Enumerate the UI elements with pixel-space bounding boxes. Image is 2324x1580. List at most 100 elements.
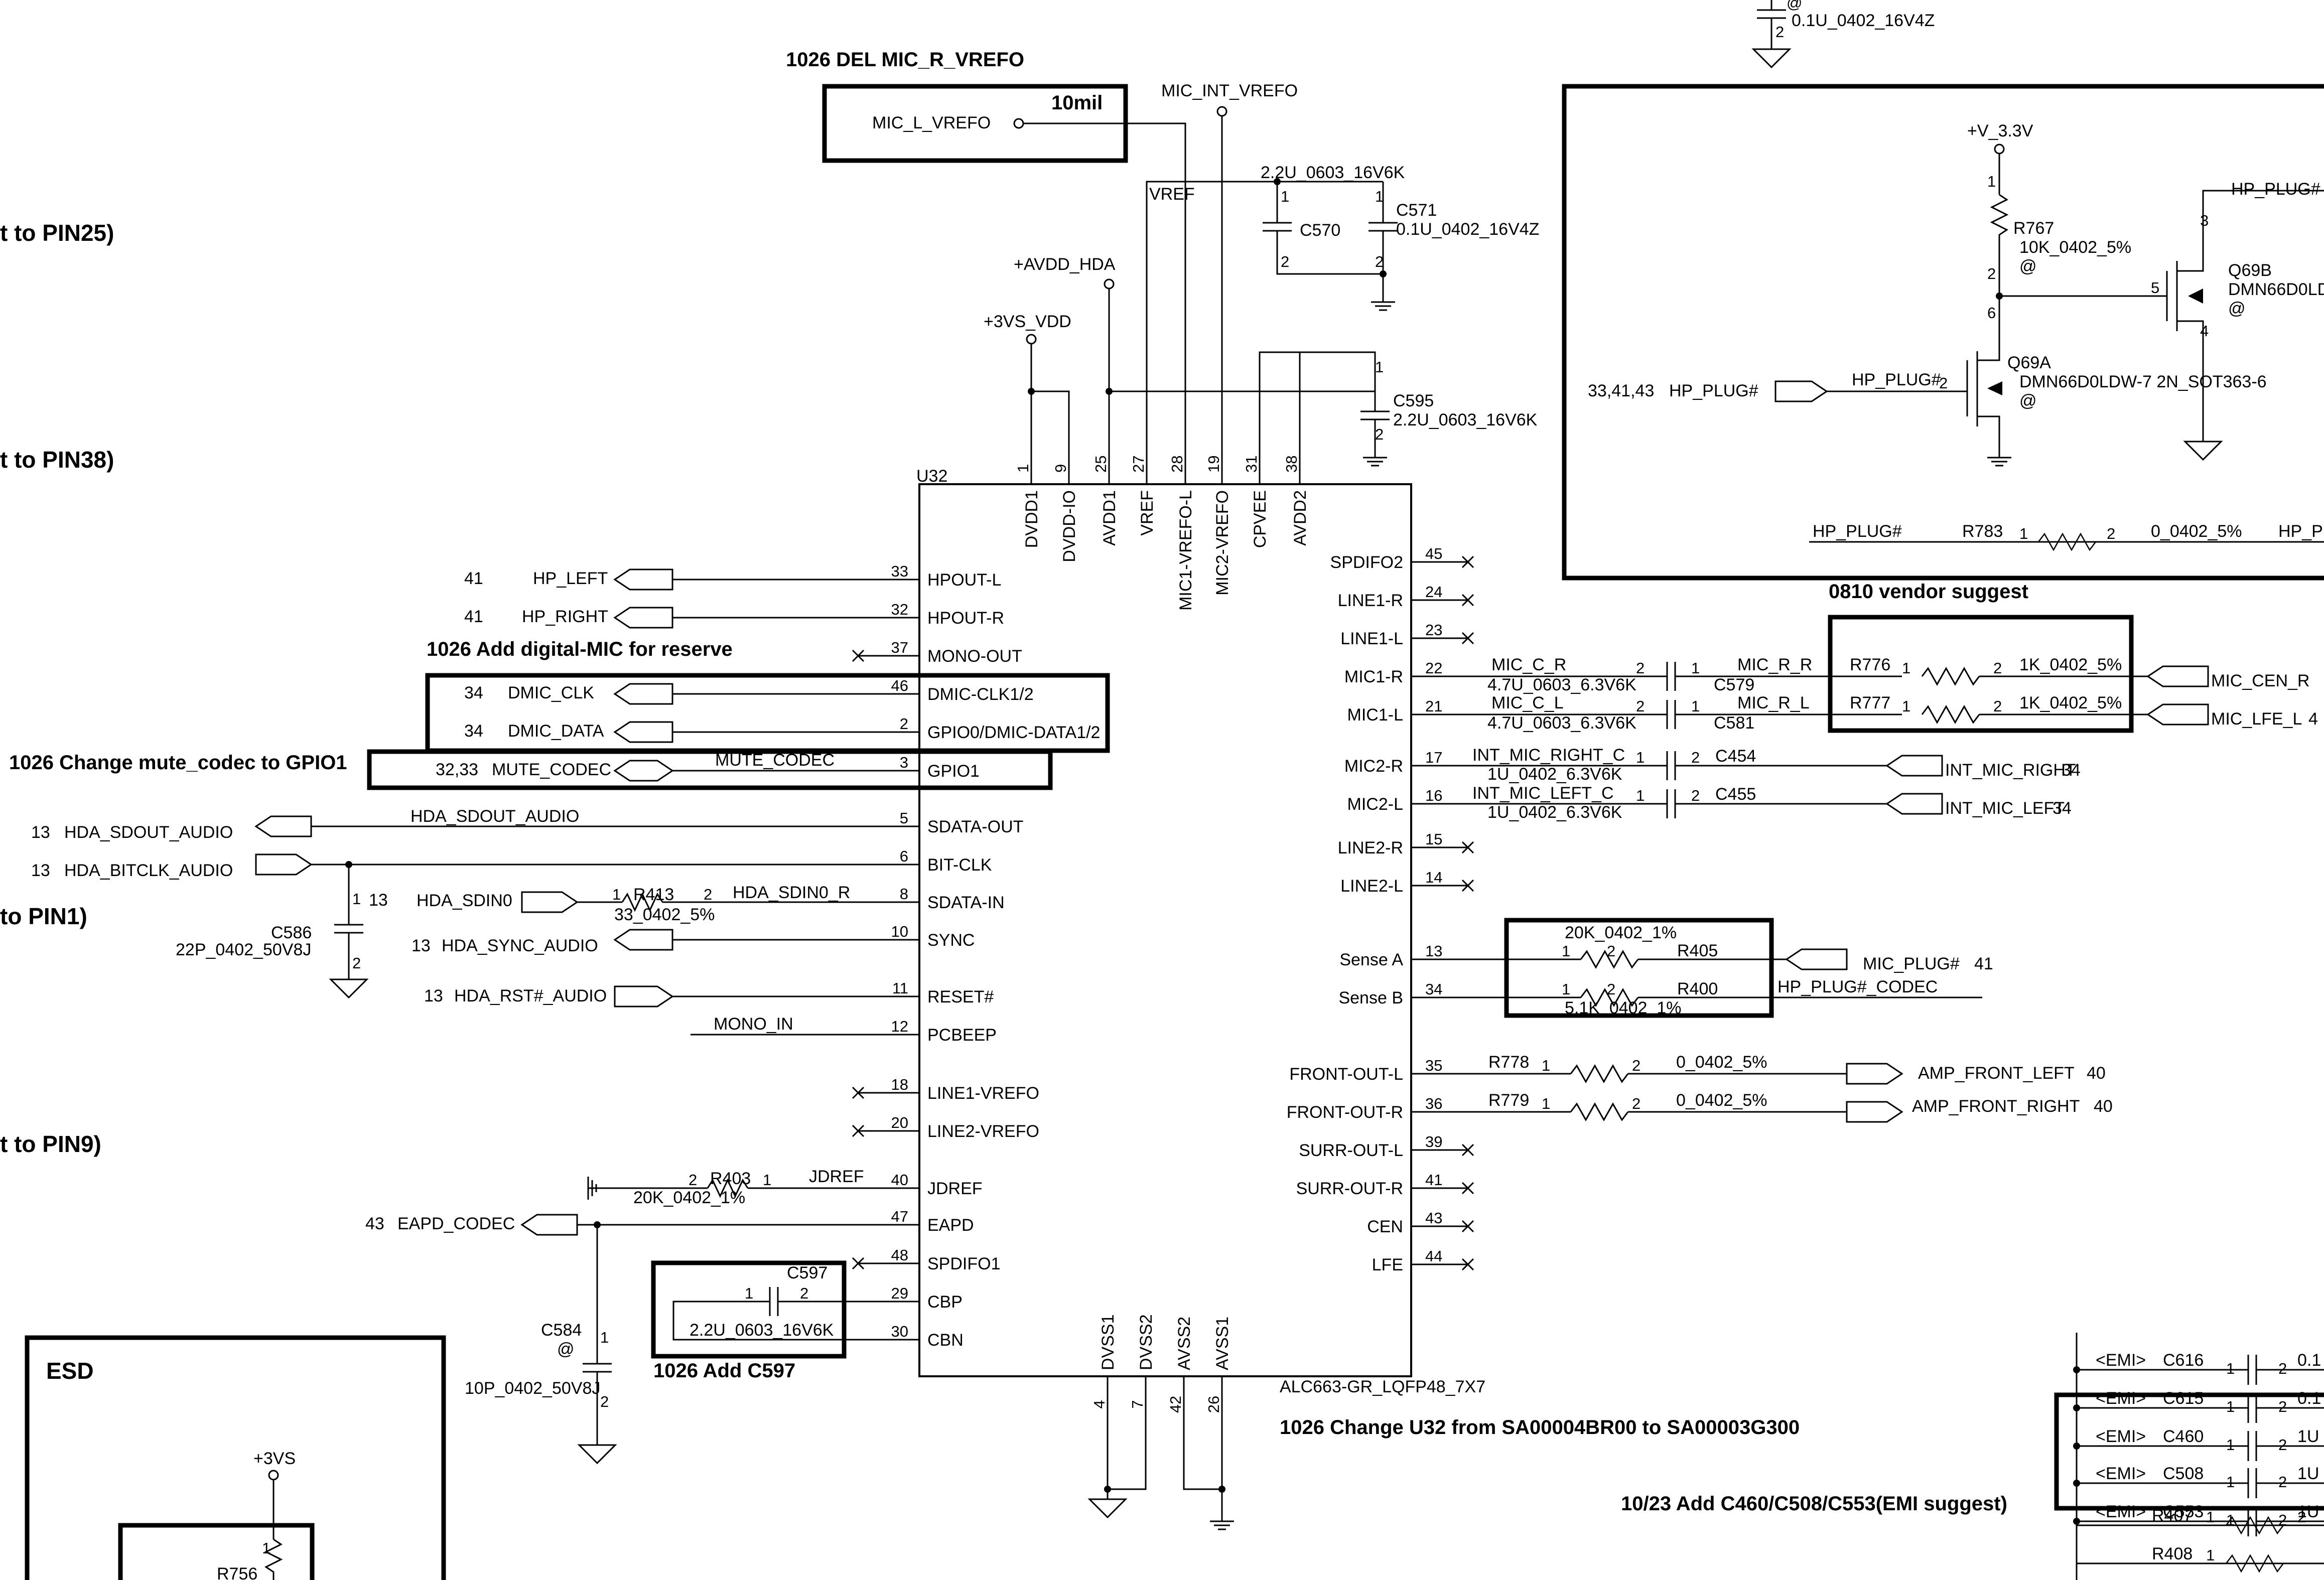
pin-name: MIC1-L [1347,705,1403,725]
r776-value: 1K_0402_5% [2019,655,2122,674]
pin-name: LINE2-R [1338,838,1403,857]
svg-text:1: 1 [1542,1095,1550,1112]
c571-value: 0.1U_0402_16V4Z [1396,220,1539,239]
pin-name: LINE1-VREFO [927,1084,1039,1103]
pin-number: 37 [891,639,908,656]
pin-name: MONO-OUT [927,647,1022,666]
svg-text:2: 2 [800,1284,808,1302]
pin-name: MIC1-R [1344,667,1403,686]
pin-name: LINE1-L [1340,629,1403,648]
svg-text:2: 2 [2297,1508,2306,1526]
emi-cap-value: 1U [2297,1427,2319,1446]
svg-text:41: 41 [464,607,483,626]
svg-text:33,41,43: 33,41,43 [1588,381,1654,400]
pin-number: 42 [1167,1396,1184,1413]
pin-name: DVSS1 [1099,1315,1118,1371]
r779-ref: R779 [1488,1091,1529,1110]
emi-cap-ref: C553 [2163,1502,2204,1521]
net-hp-plug-out: HP_PLUG# [2231,180,2320,199]
pin-ring [1216,106,1227,117]
c584-ref: C584 [541,1321,582,1340]
pin-number: 47 [891,1208,908,1225]
note-emi: 10/23 Add C460/C508/C553(EMI suggest) [1621,1493,2007,1515]
svg-text:2: 2 [1375,253,1384,270]
svg-text:1: 1 [1987,173,1996,190]
emi-label: <EMI> [2096,1464,2146,1483]
svg-text:2: 2 [1993,659,2002,677]
svg-text:2: 2 [1607,980,1615,998]
pin-number: 35 [1425,1057,1442,1074]
pin-number: 45 [1425,545,1442,562]
net-hda-sdout: HDA_SDOUT_AUDIO [64,823,233,842]
pin-name: HPOUT-R [927,609,1004,628]
net-mic-int-vrefo: MIC_INT_VREFO [1161,81,1298,100]
pin-name: SURR-OUT-R [1296,1179,1403,1198]
r777-ref: R777 [1850,693,1890,712]
q69a-ref: Q69A [2007,353,2051,372]
svg-text:1: 1 [612,886,621,903]
pin-number: 1 [2226,1398,2235,1415]
pin-number: 34 [1425,980,1442,998]
r777-value: 1K_0402_5% [2019,693,2122,712]
note-vendor: 0810 vendor suggest [1829,581,2028,603]
svg-text:@: @ [2228,299,2246,318]
r413-ref: R413 [633,885,674,904]
pin-name: AVSS2 [1175,1317,1194,1370]
net-mono-in: MONO_IN [714,1015,793,1034]
svg-text:@: @ [1787,0,1802,12]
net-hda-rst: HDA_RST#_AUDIO [454,986,607,1006]
net-mic-c-r: MIC_C_R [1491,655,1566,674]
pin-name: AVDD2 [1291,490,1310,546]
svg-text:13: 13 [412,936,431,955]
net-hda-bitclk: HDA_BITCLK_AUDIO [64,861,233,880]
svg-text:34: 34 [464,722,483,741]
pin-number: 17 [1425,749,1442,766]
svg-text:6: 6 [1987,304,1996,322]
pin-name: DVDD-IO [1060,490,1079,562]
emi-label: <EMI> [2096,1389,2146,1408]
pin-name: CBN [927,1331,964,1350]
pin-name: RESET# [927,987,994,1007]
c584-value: 10P_0402_50V8J [465,1379,600,1398]
pin-number: 25 [1092,456,1110,473]
pin-number: 10 [891,923,908,940]
net-hda-sdout-wire: HDA_SDOUT_AUDIO [411,807,579,826]
pin-number: 7 [1129,1400,1146,1408]
box-r756 [118,1523,315,1580]
hp-left-port [613,568,673,591]
pin-name: LINE2-L [1340,877,1403,896]
pin-number: 2 [2278,1398,2287,1415]
pin-name: PCBEEP [927,1026,997,1045]
svg-text:41: 41 [464,569,483,588]
pin-number: 1 [1014,464,1032,473]
note-add-c597: 1026 Add C597 [653,1360,795,1382]
svg-text:1: 1 [2206,1508,2215,1526]
svg-text:13: 13 [31,823,50,842]
svg-text:2: 2 [1636,659,1645,677]
pin-number: 6 [900,847,908,865]
r767-value: 10K_0402_5% [2019,238,2131,257]
r405-ref: R405 [1677,941,1718,960]
pin-number: 2 [2278,1473,2287,1491]
svg-text:1: 1 [1691,697,1700,715]
pin-number: 29 [891,1284,908,1302]
net-mic-r-l: MIC_R_L [1737,693,1810,712]
pin-number: 2 [2278,1511,2287,1529]
emi-cap-ref: C460 [2163,1427,2204,1446]
net-hda-sdin0: HDA_SDIN0 [417,891,512,910]
pin-number: 38 [1283,456,1300,473]
net-mute-codec: MUTE_CODEC [715,751,835,770]
pin-number: 5 [900,809,908,827]
pin-number: 11 [892,979,908,997]
pin-name: MIC2-VREFO [1213,490,1232,596]
r778-ref: R778 [1488,1053,1529,1072]
pin-number: 2 [2278,1360,2287,1377]
c581-value: 4.7U_0603_6.3V6K [1487,713,1636,733]
c579-value: 4.7U_0603_6.3V6K [1487,675,1636,694]
chip-ref: U32 [916,467,947,486]
note-pin38: t to PIN38) [0,447,114,473]
net-dmic-clk: DMIC_CLK [508,683,594,702]
